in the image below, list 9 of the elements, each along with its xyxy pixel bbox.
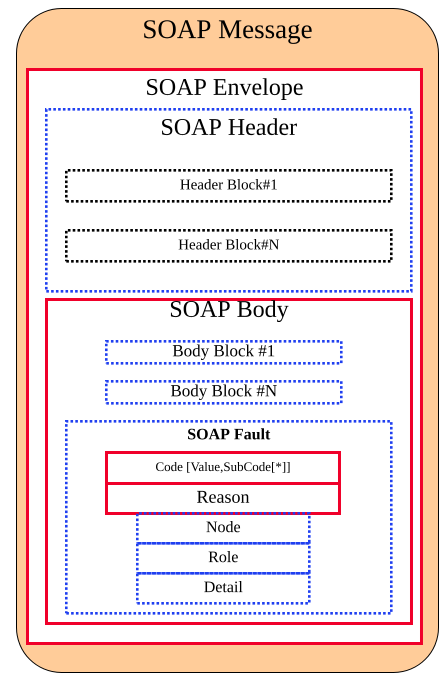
reason-box: Reason [105, 482, 341, 515]
detail-box: Detail [136, 572, 311, 605]
code-box: Code [Value,SubCode[*]] [105, 451, 341, 485]
node-box: Node [136, 512, 311, 545]
header-block: Header Block#1 [65, 169, 393, 203]
body-block: Body Block #N [105, 380, 343, 405]
body-block: Body Block #1 [105, 340, 343, 365]
role-box: Role [136, 542, 311, 575]
header-block: Header Block#N [65, 229, 393, 263]
